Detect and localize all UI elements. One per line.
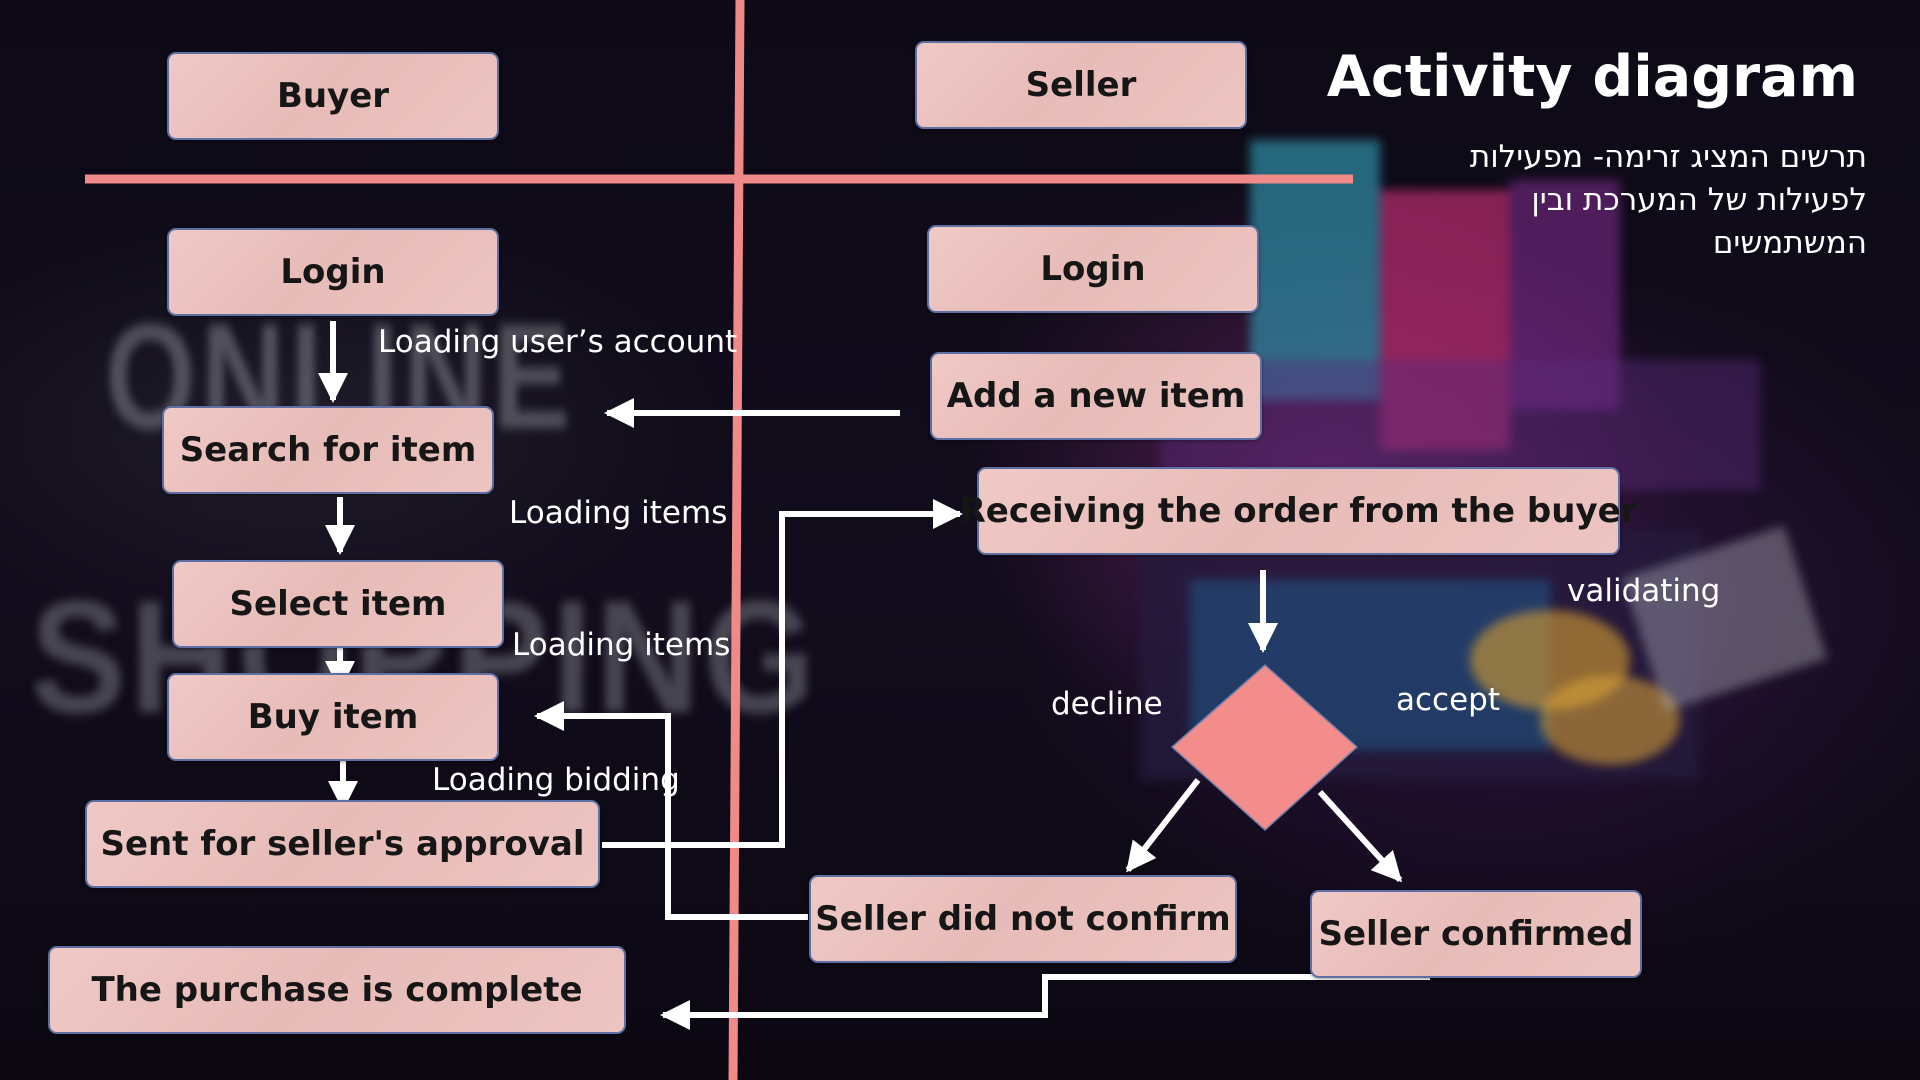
decision-diamond [1170,663,1359,832]
arrow-decision-decline [1125,778,1201,873]
label-loading-account: Loading user’s account [378,324,738,360]
seller-did-not-confirm-node: Seller did not confirm [809,875,1237,963]
search-for-item-node: Search for item [162,406,494,494]
slide-title: Activity diagram [1326,44,1858,110]
label-accept: accept [1396,682,1500,718]
label-validating: validating [1567,573,1721,609]
select-item-node: Select item [172,560,504,648]
seller-confirmed-node: Seller confirmed [1310,890,1642,978]
label-loading-items-1: Loading items [509,495,728,531]
sent-for-approval-node: Sent for seller's approval [85,800,600,888]
buy-item-node: Buy item [167,673,499,761]
label-decline: decline [1051,686,1163,722]
label-loading-items-2: Loading items [512,627,731,663]
arrow-decision-accept [1317,789,1403,883]
receiving-order-node: Receiving the order from the buyer [960,467,1637,555]
arrow-not-confirm-to-buy [534,701,808,920]
label-loading-bidding: Loading bidding [432,762,680,798]
purchase-complete-node: The purchase is complete [48,946,626,1034]
lane-header-seller: Seller [915,41,1247,129]
buyer-login-node: Login [167,228,499,316]
seller-login-node: Login [927,225,1259,313]
slide-subtitle: תרשים המציג זרימה- מפעילות לפעילות של המ… [1469,139,1867,261]
arrow-confirmed-to-complete [660,974,1430,1030]
add-new-item-node: Add a new item [930,352,1262,440]
arrow-sent-to-receiving [602,499,963,848]
lane-header-buyer: Buyer [167,52,499,140]
